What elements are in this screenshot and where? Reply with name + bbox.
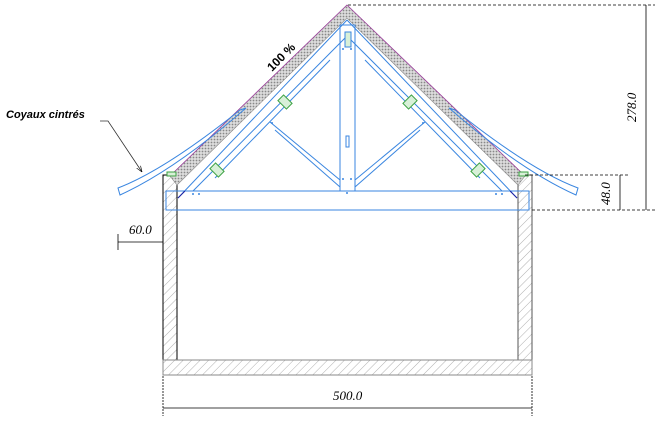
coyaux-label: Coyaux cintrés: [6, 109, 85, 121]
dim-total-height: [348, 4, 655, 211]
dim-total-height-label: 278.0: [624, 92, 639, 122]
coyaux-leader: [100, 120, 142, 172]
dim-wall-thickness: [117, 234, 163, 250]
floor-slab: [162, 359, 533, 376]
king-post: [339, 24, 356, 192]
right-wall: [517, 174, 533, 361]
wedge-blocks: [166, 94, 529, 178]
truss: [165, 19, 530, 211]
bolts: [192, 48, 503, 195]
left-wall: [162, 174, 178, 361]
right-coyau: [448, 107, 579, 196]
dim-wall-thickness-label: 60.0: [129, 222, 152, 237]
dim-width-label: 500.0: [333, 388, 363, 403]
dim-eave-height-label: 48.0: [598, 182, 613, 205]
dim-width: [162, 376, 533, 416]
left-coyau: [117, 107, 247, 196]
